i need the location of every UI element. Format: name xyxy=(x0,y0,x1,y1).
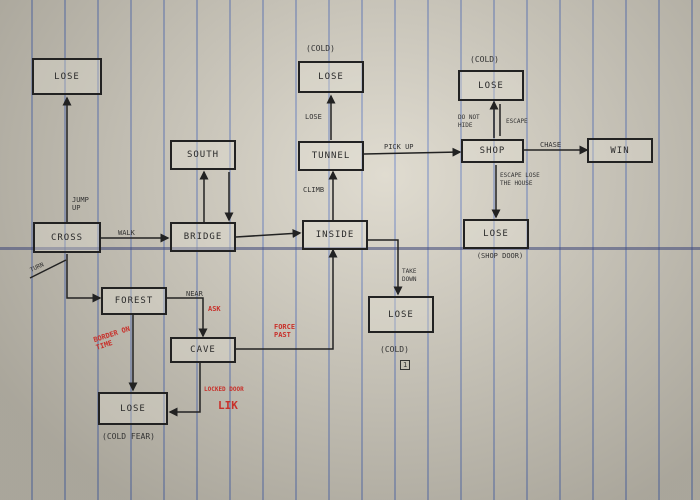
node-forest: FOREST xyxy=(101,287,167,315)
caption-cold-top: (COLD) xyxy=(306,44,335,53)
node-cross: CROSS xyxy=(33,222,101,253)
edge-label-take-down: TAKE DOWN xyxy=(402,268,417,283)
node-lose-right: LOSE xyxy=(463,219,529,249)
arrow-cave-to-inside xyxy=(236,248,338,350)
edge-label-ask: ASK xyxy=(208,305,221,313)
node-shop: SHOP xyxy=(461,139,524,163)
caption-cold-mid: (COLD) xyxy=(380,345,409,354)
node-tunnel: TUNNEL xyxy=(298,141,364,171)
edge-label-lose: LOSE xyxy=(305,113,322,121)
arrow-tunnel-to-shop xyxy=(363,147,462,157)
node-cave: CAVE xyxy=(170,337,236,363)
edge-label-pick-up: PICK UP xyxy=(384,143,414,151)
node-lose-top-left: LOSE xyxy=(32,58,102,95)
edge-label-walk: WALK xyxy=(118,229,135,237)
tick-mark xyxy=(29,259,67,279)
node-south: SOUTH xyxy=(170,140,236,170)
caption-cold-fear: (COLD FEAR) xyxy=(102,432,155,441)
edge-label-shop-side: ESCAPE LOSE THE HOUSE xyxy=(500,172,540,187)
arrow-forest-to-cave xyxy=(166,297,208,338)
edge-label-force-past: FORCE PAST xyxy=(274,323,296,339)
edge-label-chase: CHASE xyxy=(540,141,562,149)
edge-label-climb: CLIMB xyxy=(303,186,325,194)
node-bridge: BRIDGE xyxy=(170,222,236,252)
edge-label-escape: ESCAPE xyxy=(506,118,528,125)
edge-label-jump-up: JUMP UP xyxy=(72,196,89,212)
edge-label-red-bottom: LOCKED DOOR xyxy=(204,386,244,393)
arrow-cave-to-lose xyxy=(168,362,201,417)
flag-mark: 1 xyxy=(400,360,411,370)
node-inside: INSIDE xyxy=(302,220,368,250)
arrow-cross-to-forest xyxy=(66,254,102,303)
node-lose-mid: LOSE xyxy=(368,296,434,333)
edge-label-near: NEAR xyxy=(186,290,203,298)
node-lose-top-mid: LOSE xyxy=(298,61,364,93)
edge-label-lik: LIK xyxy=(218,399,238,412)
node-lose-bottom-left: LOSE xyxy=(98,392,168,425)
caption-shop-door: (SHOP DOOR) xyxy=(476,252,524,260)
node-win: WIN xyxy=(587,138,653,163)
edge-label-shop-notes: DO NOT HIDE xyxy=(458,114,480,129)
caption-cold-right-top: (COLD) xyxy=(470,55,499,64)
node-lose-top-right: LOSE xyxy=(458,70,524,101)
arrow-inside-to-lose-mid xyxy=(366,239,403,296)
arrow-bridge-to-inside xyxy=(235,228,302,238)
